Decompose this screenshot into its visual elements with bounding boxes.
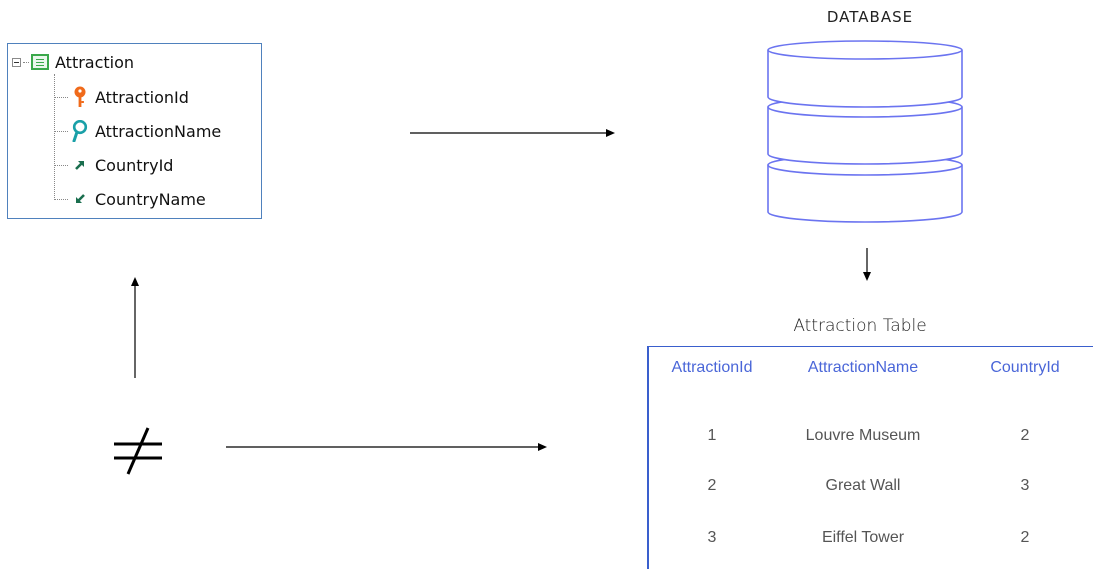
collapse-icon[interactable] [12, 57, 21, 67]
not-equal-icon [108, 420, 168, 480]
foreign-key-arrow-icon [71, 154, 89, 176]
tree-connector [54, 96, 68, 98]
table-title: Attraction Table [793, 316, 927, 336]
tree-item-attractionname[interactable]: AttractionName [54, 114, 221, 148]
table-cell: 3 [707, 529, 717, 546]
attraction-structure-tree: Attraction AttractionId AttractionName [7, 43, 262, 219]
tree-item-countryid[interactable]: CountryId [54, 148, 173, 182]
search-key-icon [71, 120, 89, 142]
table-cell: 3 [1020, 477, 1030, 494]
inferred-arrow-icon [71, 188, 89, 210]
tree-item-label: AttractionName [95, 121, 222, 141]
table-cell: Great Wall [825, 477, 901, 494]
key-icon [71, 86, 89, 108]
column-header-attractionid: AttractionId [671, 359, 753, 376]
arrow-right-to-database [410, 127, 616, 139]
tree-connector [54, 198, 68, 200]
table-cell: Eiffel Tower [821, 529, 905, 546]
table-cell: 1 [707, 427, 717, 444]
arrow-down-to-table [861, 248, 873, 282]
table-cell: 2 [1020, 529, 1030, 546]
tree-connector [23, 61, 29, 63]
tree-connector [54, 164, 68, 166]
arrow-up-to-tree [129, 276, 141, 378]
column-header-countryid: CountryId [990, 359, 1060, 376]
tree-item-label: CountryName [95, 189, 206, 209]
table-cell: 2 [1020, 427, 1030, 444]
database-icon [766, 40, 966, 229]
tree-root-attraction[interactable]: Attraction [12, 50, 134, 74]
tree-connector [54, 130, 68, 132]
transaction-icon [31, 54, 49, 70]
table-cell: 2 [707, 477, 717, 494]
tree-item-label: CountryId [95, 155, 174, 175]
attraction-table: AttractionId AttractionName CountryId 1 … [647, 346, 1093, 569]
column-header-attractionname: AttractionName [807, 359, 919, 376]
table-cell: Louvre Museum [805, 427, 921, 444]
arrow-right-to-table [226, 441, 548, 453]
database-title: DATABASE [826, 8, 914, 26]
tree-root-label: Attraction [55, 52, 135, 72]
tree-connector-line [54, 74, 55, 200]
tree-item-attractionid[interactable]: AttractionId [54, 80, 189, 114]
tree-item-label: AttractionId [95, 87, 189, 107]
tree-item-countryname[interactable]: CountryName [54, 182, 206, 216]
